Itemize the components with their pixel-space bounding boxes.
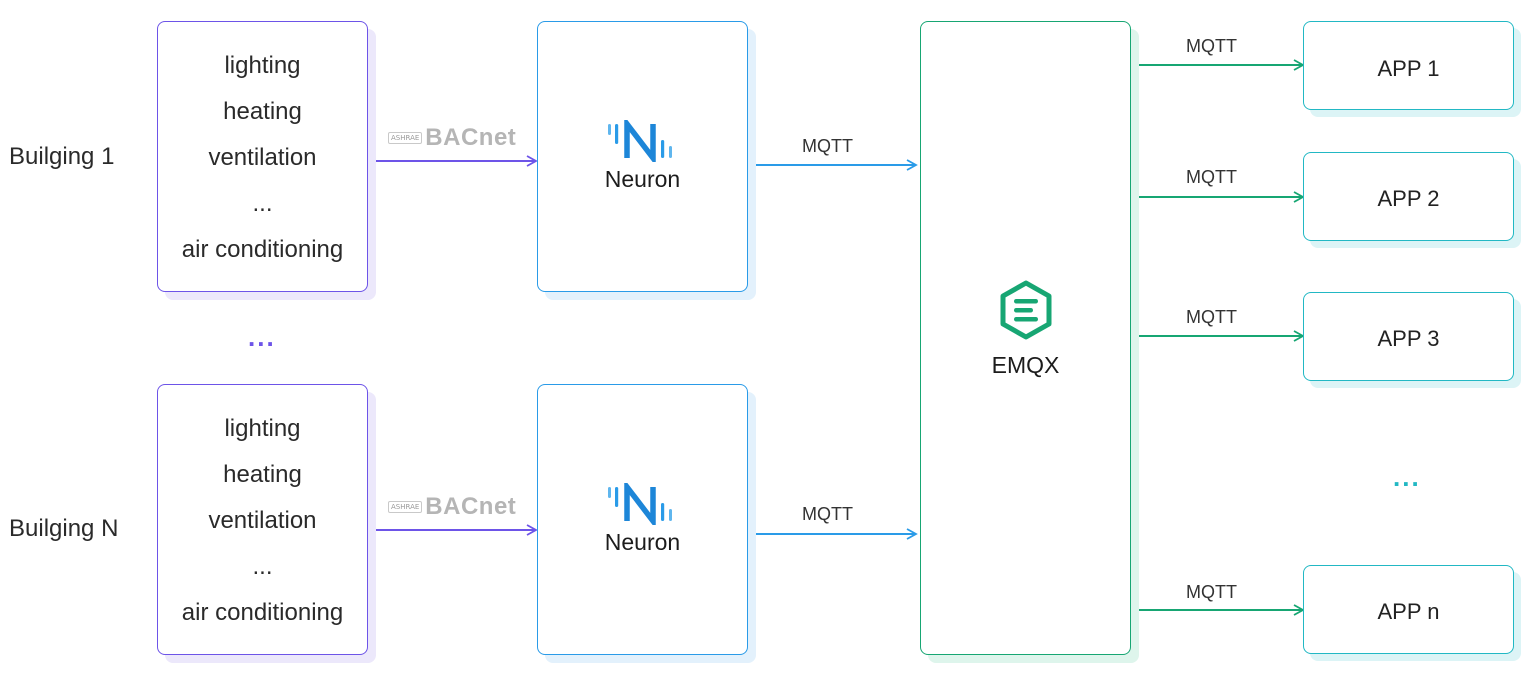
building-label-1: Builging 1: [9, 143, 115, 170]
subsystem-ventilation: ventilation: [208, 144, 317, 171]
subsystem-air-conditioning: air conditioning: [181, 236, 344, 263]
mqtt-label-neuron-1: MQTT: [802, 136, 853, 156]
subsystem-heating: heating: [223, 98, 302, 125]
emqx-box: EMQX: [920, 21, 1131, 655]
app-box-n: APP n: [1303, 565, 1514, 654]
ashrae-badge: ASHRAE: [388, 501, 423, 513]
mqtt-label-neuron-n: MQTT: [802, 504, 853, 524]
app-box-2: APP 2: [1303, 152, 1514, 241]
emqx-name: EMQX: [991, 352, 1060, 378]
subsystem-lighting: lighting: [224, 52, 301, 79]
subsystem-ellipsis: ...: [252, 190, 273, 217]
neuron-logo-icon: [607, 120, 672, 162]
building-1-subsystems: lighting heating ventilation ... air con…: [157, 21, 368, 292]
ashrae-badge: ASHRAE: [388, 132, 423, 144]
app-label-3: APP 3: [1377, 326, 1440, 351]
neuron-name: Neuron: [604, 166, 681, 192]
subsystem-lighting: lighting: [224, 415, 301, 442]
mqtt-label-app-2: MQTT: [1186, 167, 1237, 187]
app-label-n: APP n: [1377, 599, 1440, 624]
bacnet-label: BACnet: [425, 124, 517, 151]
mqtt-label-app-3: MQTT: [1186, 307, 1237, 327]
subsystem-heating: heating: [223, 461, 302, 488]
neuron-name: Neuron: [604, 529, 681, 555]
emqx-logo-icon: [1000, 280, 1051, 340]
mqtt-label-app-n: MQTT: [1186, 582, 1237, 602]
app-box-3: APP 3: [1303, 292, 1514, 381]
app-box-1: APP 1: [1303, 21, 1514, 110]
bacnet-logo-1: ASHRAE BACnet: [388, 124, 516, 152]
subsystem-ellipsis: ...: [252, 553, 273, 580]
building-n-subsystems: lighting heating ventilation ... air con…: [157, 384, 368, 655]
app-label-1: APP 1: [1377, 56, 1440, 81]
subsystem-ventilation: ventilation: [208, 507, 317, 534]
apps-ellipsis: ...: [1393, 462, 1421, 492]
app-label-2: APP 2: [1377, 186, 1440, 211]
neuron-logo-icon: [607, 483, 672, 525]
subsystem-air-conditioning: air conditioning: [181, 599, 344, 626]
bacnet-label: BACnet: [425, 493, 517, 520]
bacnet-logo-n: ASHRAE BACnet: [388, 493, 516, 521]
neuron-box-n: Neuron: [537, 384, 748, 655]
building-label-n: Builging N: [9, 515, 119, 542]
mqtt-label-app-1: MQTT: [1186, 36, 1237, 56]
buildings-ellipsis: ...: [248, 322, 276, 352]
neuron-box-1: Neuron: [537, 21, 748, 292]
